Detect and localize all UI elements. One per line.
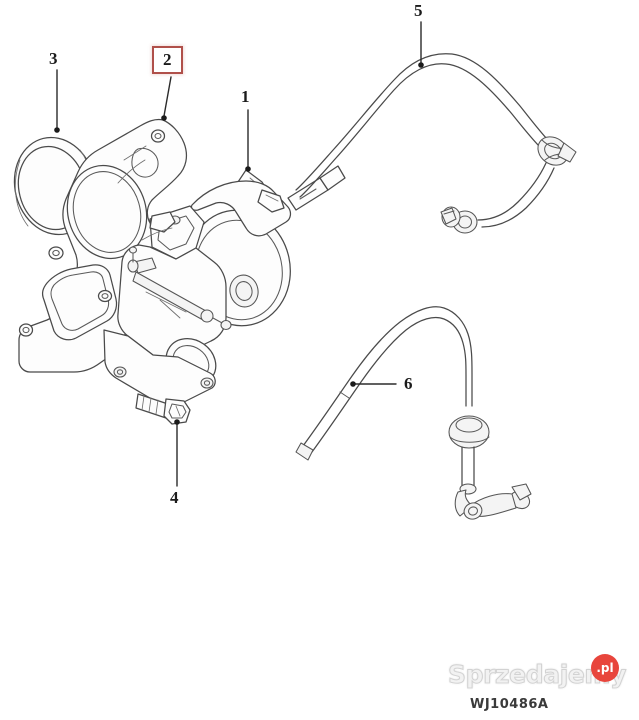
callout-label-5[interactable]: 5 — [414, 1, 423, 20]
site-watermark: Sprzedajemy .pl — [448, 654, 628, 700]
part-1-vacuum-pump-body — [103, 165, 346, 408]
callout-label-3[interactable]: 3 — [49, 49, 58, 68]
watermark-pl-badge: .pl — [591, 654, 619, 682]
part-6-lower-vacuum-pipe — [295, 306, 532, 520]
callout-label-2-highlighted[interactable]: 2 — [152, 46, 183, 74]
part-code-label: WJ10486A — [470, 697, 549, 712]
callout-label-1[interactable]: 1 — [241, 87, 250, 106]
callout-label-4[interactable]: 4 — [170, 488, 179, 507]
part-4-flange-bolt — [135, 393, 191, 425]
callout-leader-lines — [54, 21, 424, 487]
part-5-upper-vacuum-hose — [295, 53, 577, 234]
callout-label-6[interactable]: 6 — [404, 374, 413, 393]
part-2-gasket-bracket-plate — [18, 118, 188, 373]
